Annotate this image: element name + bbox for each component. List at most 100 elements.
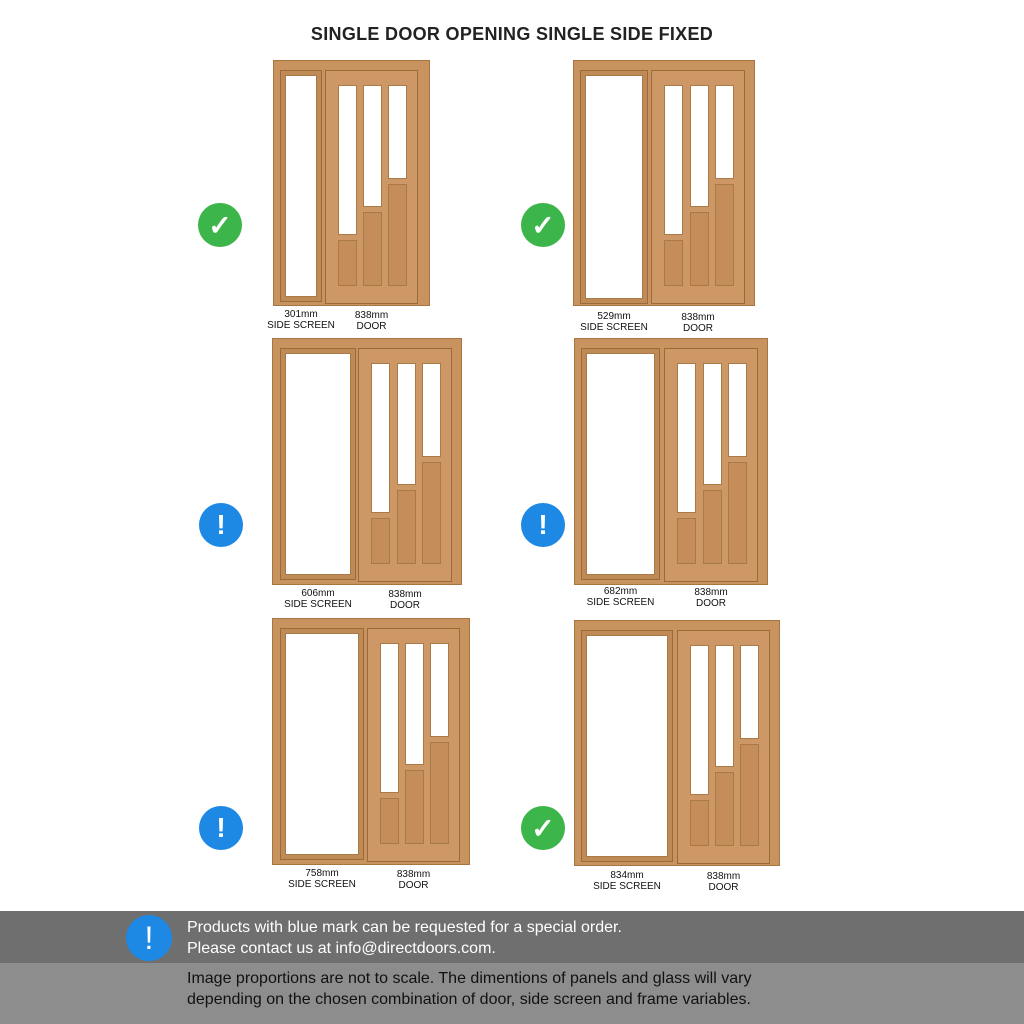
side-screen-caption: SIDE SCREEN: [267, 320, 335, 331]
side-screen: [581, 630, 673, 862]
door-panel: [703, 490, 722, 564]
door-panel: [740, 744, 759, 846]
exclamation-icon: !: [521, 503, 565, 547]
door-panel: [677, 518, 696, 564]
door-leaf: [358, 348, 452, 582]
door-caption: DOOR: [389, 600, 420, 611]
door-caption: DOOR: [708, 882, 739, 893]
door-size: 838mm: [388, 589, 422, 600]
side-screen-size: 529mm: [597, 311, 631, 322]
disclaimer: Image proportions are not to scale. The …: [0, 963, 1024, 1024]
door-panel: [422, 462, 441, 564]
door-panel: [715, 772, 734, 846]
door-caption: DOOR: [398, 880, 429, 891]
side-screen-size: 606mm: [301, 588, 335, 599]
door-leaf: [651, 70, 745, 304]
side-screen: [280, 70, 322, 302]
door-glass-pane: [338, 85, 357, 235]
side-screen: [580, 70, 648, 304]
door-panel: [371, 518, 390, 564]
check-icon: ✓: [521, 203, 565, 247]
door-glass-pane: [363, 85, 382, 207]
door-size: 838mm: [694, 587, 728, 598]
door-caption: DOOR: [356, 321, 387, 332]
door-size: 838mm: [706, 871, 741, 882]
door-leaf: [367, 628, 460, 862]
side-screen-caption: SIDE SCREEN: [288, 879, 356, 890]
door-panel: [690, 800, 709, 846]
side-screen-glass: [586, 635, 668, 857]
door-glass-pane: [397, 363, 416, 485]
side-screen-size: 834mm: [610, 870, 644, 881]
door-panel: [715, 184, 734, 286]
door-glass-pane: [422, 363, 441, 457]
door-panel: [380, 798, 399, 844]
door-size: 838mm: [396, 869, 431, 880]
side-screen-caption: SIDE SCREEN: [593, 881, 661, 892]
side-screen-caption: SIDE SCREEN: [586, 597, 655, 608]
door-glass-pane: [380, 643, 399, 793]
check-icon: ✓: [198, 203, 242, 247]
door-leaf: [325, 70, 418, 304]
door-leaf: [677, 630, 770, 864]
side-screen-glass: [285, 633, 359, 855]
door-glass-pane: [703, 363, 722, 485]
side-screen-caption: SIDE SCREEN: [580, 322, 648, 333]
side-screen-size: 301mm: [284, 309, 318, 320]
exclamation-icon: !: [199, 806, 243, 850]
side-screen-glass: [585, 75, 643, 299]
door-glass-pane: [740, 645, 759, 739]
side-screen-glass: [285, 353, 351, 575]
door-glass-pane: [728, 363, 747, 457]
door-panel: [430, 742, 449, 844]
special-order-notice: ! Products with blue mark can be request…: [0, 911, 1024, 963]
side-screen-size: 758mm: [305, 868, 339, 879]
side-screen: [280, 348, 356, 580]
notice-line: Products with blue mark can be requested…: [187, 919, 622, 936]
door-size: 838mm: [354, 310, 389, 321]
door-glass-pane: [388, 85, 407, 179]
side-screen-glass: [285, 75, 317, 297]
door-size: 838mm: [681, 312, 715, 323]
door-glass-pane: [690, 85, 709, 207]
side-screen: [581, 348, 660, 580]
door-glass-pane: [715, 85, 734, 179]
door-glass-pane: [690, 645, 709, 795]
door-panel: [363, 212, 382, 286]
door-panel: [397, 490, 416, 564]
door-caption: DOOR: [695, 598, 726, 609]
door-panel: [388, 184, 407, 286]
door-glass-pane: [371, 363, 390, 513]
exclamation-icon: !: [126, 915, 172, 961]
door-glass-pane: [715, 645, 734, 767]
door-panel: [664, 240, 683, 286]
side-screen-size: 682mm: [603, 586, 638, 597]
page-title: SINGLE DOOR OPENING SINGLE SIDE FIXED: [310, 24, 714, 44]
disclaimer-line: Image proportions are not to scale. The …: [187, 970, 752, 987]
door-glass-pane: [664, 85, 683, 235]
door-leaf: [664, 348, 758, 582]
side-screen-caption: SIDE SCREEN: [284, 599, 352, 610]
door-glass-pane: [405, 643, 424, 765]
door-caption: DOOR: [682, 323, 713, 334]
door-panel: [690, 212, 709, 286]
side-screen: [280, 628, 364, 860]
door-panel: [405, 770, 424, 844]
door-panel: [338, 240, 357, 286]
disclaimer-line: depending on the chosen combination of d…: [187, 991, 751, 1008]
notice-line: Please contact us at info@directdoors.co…: [187, 940, 496, 957]
check-icon: ✓: [521, 806, 565, 850]
side-screen-glass: [586, 353, 655, 575]
